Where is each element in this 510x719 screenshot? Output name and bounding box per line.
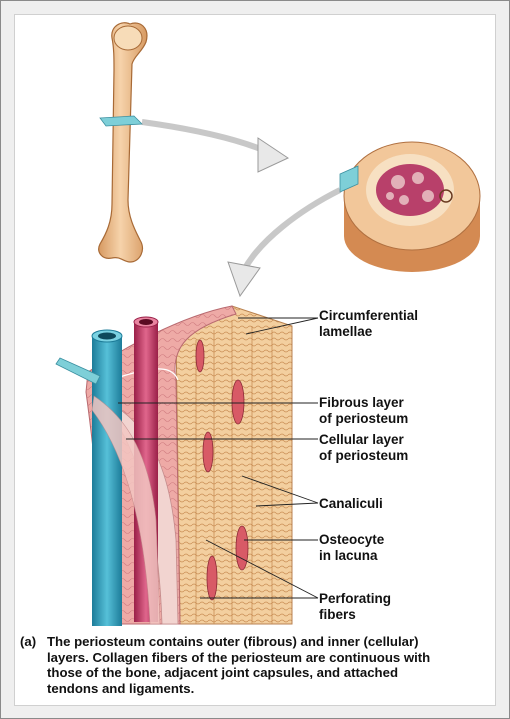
section-marker-on-cross-section <box>339 165 359 193</box>
caption-line-4: tendons and ligaments. <box>47 680 195 696</box>
arrow-to-detail <box>241 187 342 272</box>
figure-caption: (a) The periosteum contains outer (fibro… <box>20 634 490 696</box>
periosteum-detail <box>55 305 293 626</box>
long-bone-illustration <box>98 22 148 263</box>
arrow-head <box>257 137 290 173</box>
label-cellular-layer: Cellular layer of periosteum <box>319 432 409 463</box>
leader-lines <box>118 317 319 599</box>
osteocytes <box>195 339 249 601</box>
caption-tag: (a) <box>20 634 37 649</box>
label-fibrous-layer: Fibrous layer of periosteum <box>319 395 409 426</box>
label-canaliculi: Canaliculi <box>319 496 383 511</box>
compact-bone-block <box>175 305 293 625</box>
label-perforating-fibers: Perforating fibers <box>319 591 392 622</box>
arrow-to-cross-section <box>141 119 270 155</box>
vein <box>92 336 122 626</box>
section-plane-marker <box>99 115 143 127</box>
caption-line-2: layers. Collagen fibers of the periosteu… <box>47 649 431 665</box>
label-osteocyte: Osteocyte in lacuna <box>319 532 385 563</box>
caption-line-3: those of the bone, adjacent joint capsul… <box>47 665 398 680</box>
arrow-head-detail <box>227 261 261 298</box>
caption-line-1: The periosteum contains outer (fibrous) … <box>47 634 419 649</box>
bone-cross-section <box>343 141 481 272</box>
label-circumferential-lamellae: Circumferential lamellae <box>319 308 419 339</box>
